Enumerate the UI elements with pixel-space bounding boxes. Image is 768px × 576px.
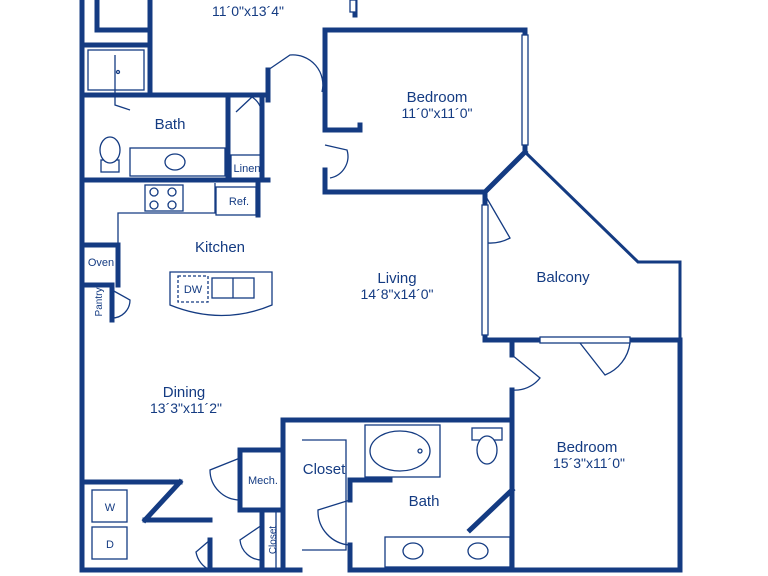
door-mech-swing	[209, 457, 241, 501]
sink-icon	[164, 153, 186, 171]
small-closet-label: Closet	[268, 526, 279, 555]
cooktop-icon	[144, 184, 184, 212]
vanity-bath1	[129, 147, 226, 177]
balcony-label: Balcony	[536, 269, 590, 286]
top-room-dimensions: 11´0"x13´4"	[212, 3, 284, 19]
refrigerator-label: Ref.	[229, 196, 249, 208]
dining-label: Dining	[163, 384, 206, 401]
pantry-label: Pantry	[94, 288, 105, 317]
fixtures	[87, 49, 511, 570]
dining-dimensions: 13´3"x11´2"	[150, 400, 222, 416]
door-closet-swing	[239, 524, 263, 561]
dryer-outline	[91, 526, 128, 560]
labels: 11´0"x13´4" Bedroom 11´0"x11´0" Bath Lin…	[88, 3, 625, 554]
door-bath1-swing	[267, 54, 324, 93]
bedroom1-dimensions: 11´0"x11´0"	[402, 105, 473, 121]
closet-shelf	[302, 439, 347, 551]
door-laundry-swing	[195, 539, 211, 571]
toilet-icon	[99, 136, 121, 173]
door-bedroom1-swing	[324, 144, 349, 179]
walkin-closet-label: Closet	[303, 461, 346, 478]
toilet-icon	[471, 427, 503, 465]
door-bedroom2-swing	[511, 354, 541, 391]
living-label: Living	[377, 270, 416, 287]
bedroom1-label: Bedroom	[407, 89, 468, 106]
door-pantry-swing	[111, 289, 131, 319]
bathtub-icon	[364, 424, 441, 478]
door-bath2-swing	[317, 499, 351, 546]
washer-label: W	[105, 502, 116, 514]
door-balcony-swing	[484, 194, 511, 244]
mech-label: Mech.	[248, 475, 278, 487]
door-shower-swing	[114, 55, 131, 111]
dishwasher-outline	[177, 275, 209, 303]
kitchen-counter	[117, 183, 216, 245]
doors	[111, 54, 631, 571]
bath1-label: Bath	[155, 116, 186, 133]
washer-outline	[91, 489, 128, 523]
sink-icon	[467, 542, 489, 560]
sink-icon	[402, 542, 424, 560]
dryer-label: D	[106, 539, 114, 551]
dishwasher-label: DW	[184, 284, 203, 296]
kitchen-label: Kitchen	[195, 239, 245, 256]
bedroom2-dimensions: 15´3"x11´0"	[553, 455, 625, 471]
door-linen-swing	[235, 96, 263, 119]
oven-label: Oven	[88, 257, 114, 269]
windows	[349, 0, 631, 344]
bedroom2-label: Bedroom	[557, 439, 618, 456]
bath2-label: Bath	[409, 493, 440, 510]
shower-bath1	[87, 49, 145, 91]
linen-label: Linen	[234, 163, 261, 175]
refrigerator-outline	[215, 186, 257, 216]
kitchen-island	[169, 271, 273, 317]
door-balcony2-swing	[579, 342, 631, 376]
living-dimensions: 14´8"x14´0"	[361, 286, 434, 302]
vanity-bath2	[384, 536, 511, 568]
